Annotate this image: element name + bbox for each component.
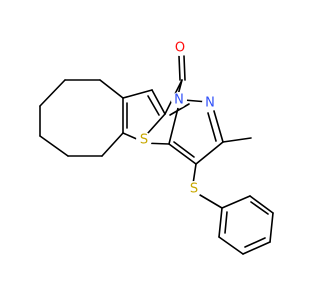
pyrazole-ring <box>168 99 224 165</box>
label-bg <box>136 132 152 148</box>
bond-c-s <box>192 163 197 185</box>
atom-n2-label: N <box>205 96 215 111</box>
atom-labels: O N N S S <box>136 40 218 197</box>
atom-o: O <box>172 40 188 56</box>
bond <box>122 89 153 99</box>
bond <box>195 141 224 165</box>
bond <box>242 241 271 255</box>
atom-s-thioether-label: S <box>190 182 198 197</box>
atom-s-thioether: S <box>186 181 202 197</box>
bond <box>169 103 190 116</box>
label-bg <box>171 92 187 108</box>
structure-canvas: O N N S S <box>39 40 274 255</box>
bond-c-o <box>178 55 181 81</box>
bond <box>101 132 124 157</box>
atom-s-thiophene-label: S <box>140 133 148 148</box>
bond-double-inner <box>173 141 195 158</box>
atom-o-label: O <box>175 41 185 56</box>
bond-s-c <box>199 194 223 209</box>
bond-double-inner <box>147 95 160 116</box>
label-bg <box>202 95 218 111</box>
methyl-groups <box>141 137 252 145</box>
phenylthio-group <box>192 163 274 255</box>
bond <box>218 236 244 255</box>
bond <box>218 207 223 238</box>
molecule-structure: O N N S S <box>39 40 274 255</box>
label-bg <box>186 181 202 197</box>
bond <box>147 113 166 134</box>
atom-n1-label: N <box>174 93 184 108</box>
bond-double-inner <box>244 237 266 248</box>
bond <box>99 79 124 99</box>
bond-double-inner <box>250 201 269 215</box>
bond-c-o <box>183 55 186 81</box>
atom-n2: N <box>202 95 218 111</box>
bond <box>151 89 166 115</box>
label-bg <box>172 40 188 56</box>
bond-methyl <box>222 137 252 143</box>
bond <box>168 143 197 165</box>
atom-n1: N <box>171 92 187 108</box>
bond <box>213 110 224 143</box>
bond <box>221 195 251 209</box>
bond <box>39 79 66 107</box>
atom-s-thiophene: S <box>136 132 152 148</box>
bond-double-inner <box>224 211 228 234</box>
bond <box>269 212 274 243</box>
bond-double-inner <box>207 112 217 142</box>
bond <box>168 107 179 145</box>
bond <box>39 135 69 157</box>
bond <box>249 195 274 214</box>
cyclohexane-ring <box>39 79 124 157</box>
